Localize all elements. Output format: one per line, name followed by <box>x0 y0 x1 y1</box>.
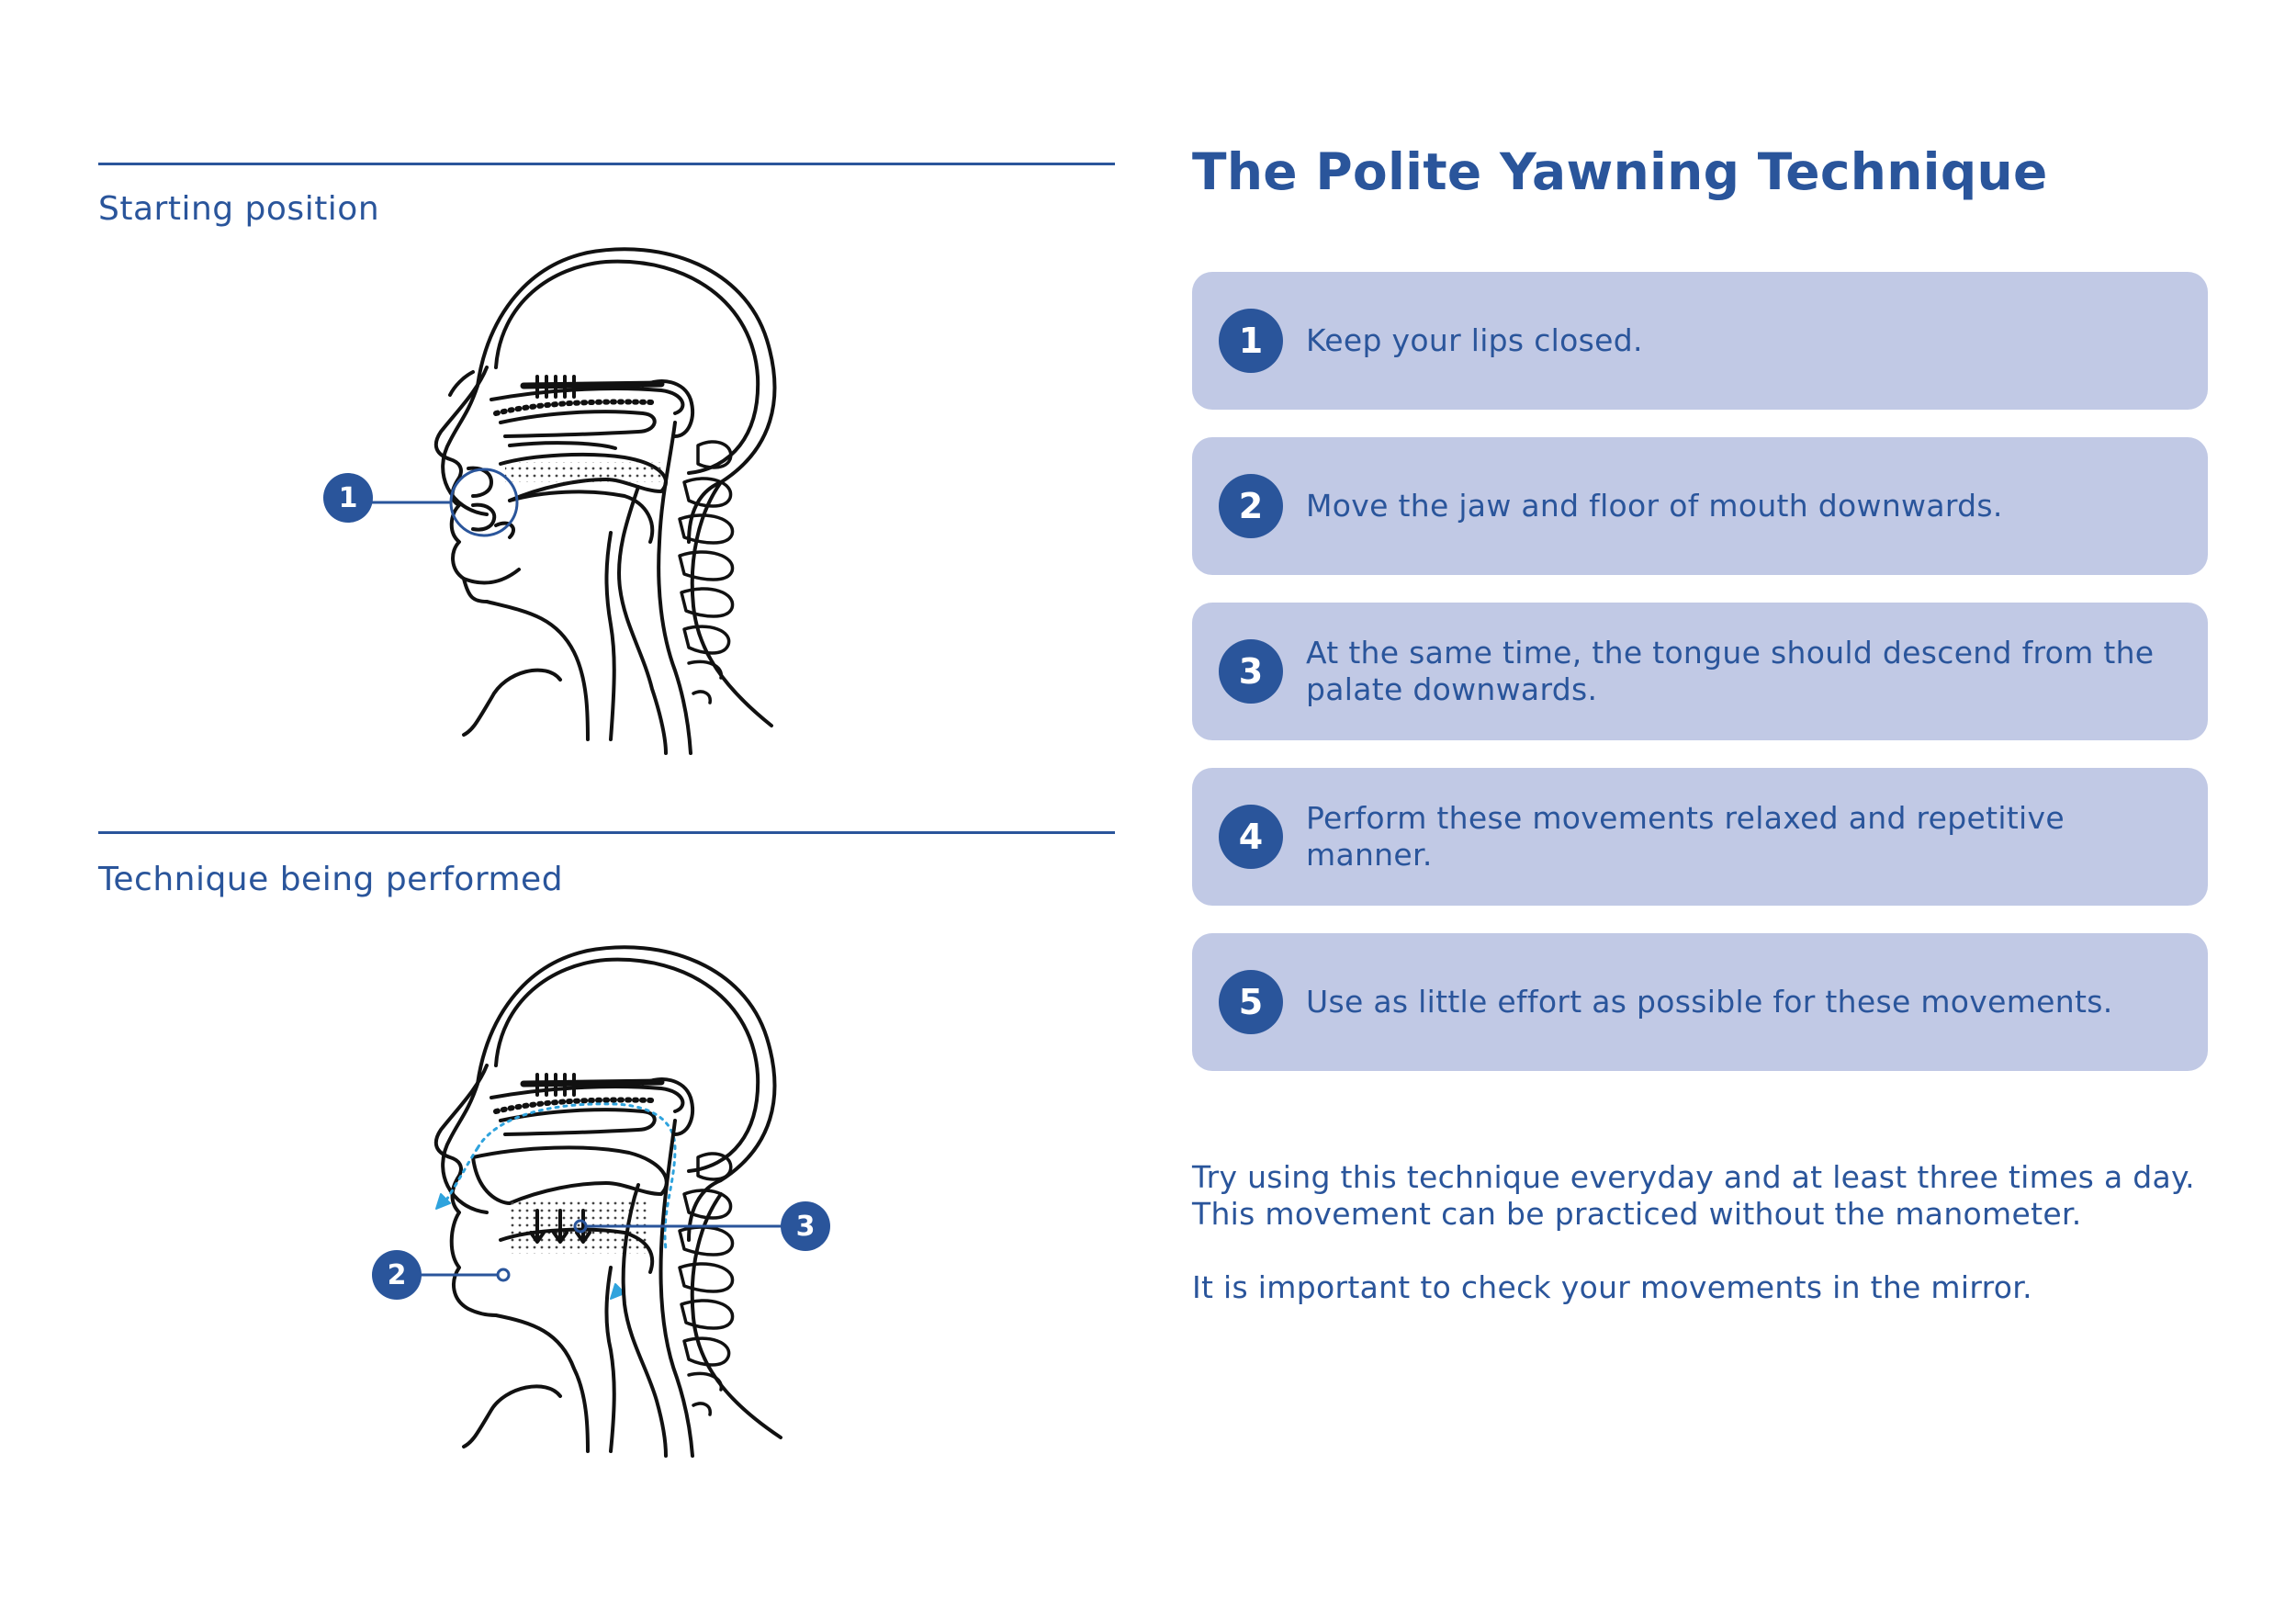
page-title: The Polite Yawning Technique <box>1192 142 2048 201</box>
step-card-4: 4 Perform these movements relaxed and re… <box>1192 768 2208 906</box>
step-text: Move the jaw and floor of mouth downward… <box>1306 488 2003 524</box>
mirror-note: It is important to check your movements … <box>1192 1269 2032 1305</box>
practice-note: Try using this technique everyday and at… <box>1192 1159 2195 1232</box>
callout-badge-3-label: 3 <box>795 1210 816 1243</box>
step-number-badge: 4 <box>1219 805 1283 869</box>
step-card-5: 5 Use as little effort as possible for t… <box>1192 933 2208 1071</box>
section-label-starting-position: Starting position <box>98 190 380 228</box>
head-profile-technique-illustration <box>312 937 845 1470</box>
callout-badge-1-label: 1 <box>338 481 358 514</box>
step-number-badge: 3 <box>1219 639 1283 704</box>
step-number-badge: 5 <box>1219 970 1283 1034</box>
section-label-technique-performed: Technique being performed <box>98 861 564 898</box>
step-text: Use as little effort as possible for the… <box>1306 984 2113 1020</box>
section-divider-top <box>98 163 1115 165</box>
step-text: Perform these movements relaxed and repe… <box>1306 800 2065 873</box>
step-text: At the same time, the tongue should desc… <box>1306 635 2155 707</box>
steps-list: 1 Keep your lips closed. 2 Move the jaw … <box>1192 272 2208 1099</box>
step-number-badge: 1 <box>1219 309 1283 373</box>
step-card-1: 1 Keep your lips closed. <box>1192 272 2208 410</box>
section-divider-bottom <box>98 831 1115 834</box>
head-profile-starting-illustration <box>312 239 827 762</box>
callout-badge-1: 1 <box>323 473 373 523</box>
step-card-3: 3 At the same time, the tongue should de… <box>1192 603 2208 740</box>
step-text: Keep your lips closed. <box>1306 322 1643 358</box>
callout-badge-2-label: 2 <box>387 1258 407 1291</box>
step-number-badge: 2 <box>1219 474 1283 538</box>
callout-badge-3: 3 <box>781 1201 830 1251</box>
callout-badge-2: 2 <box>372 1250 422 1300</box>
step-card-2: 2 Move the jaw and floor of mouth downwa… <box>1192 437 2208 575</box>
